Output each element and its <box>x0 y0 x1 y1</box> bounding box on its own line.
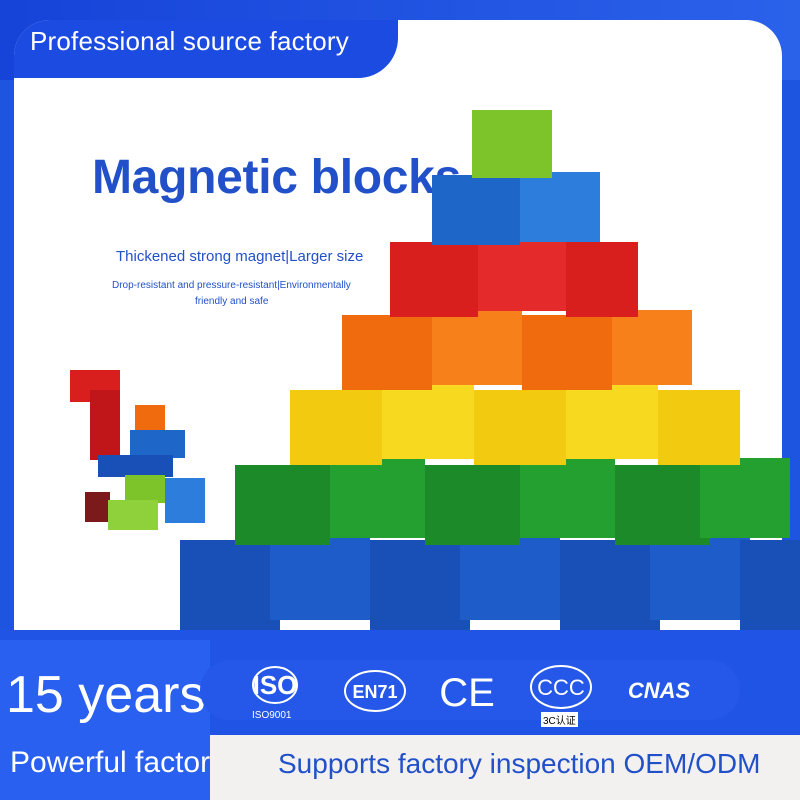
row-orange <box>342 310 692 390</box>
row-green <box>235 458 790 545</box>
product-subtitle: Thickened strong magnet|Larger size <box>116 248 364 265</box>
years-box <box>0 640 210 800</box>
product-title: Magnetic blocks <box>92 151 461 204</box>
certification-bar <box>200 660 740 720</box>
product-detail-line2: friendly and safe <box>195 296 269 307</box>
en71-icon: EN71 <box>344 670 406 712</box>
ccc-label: CCC <box>537 675 585 700</box>
support-bar <box>210 735 800 800</box>
ccc-subtext: 3C认证 <box>541 712 578 727</box>
en71-label: EN71 <box>352 682 397 702</box>
top-cube-green <box>472 110 552 178</box>
header-text: Professional source factory <box>30 26 349 56</box>
iso-globe-icon: ISO <box>252 666 298 704</box>
ce-label: CE <box>439 671 495 715</box>
cube-pyramid-image <box>180 110 800 630</box>
row-blue-top <box>432 172 600 245</box>
ccc-icon: CCC <box>530 665 592 709</box>
ce-icon: CE <box>439 671 495 715</box>
product-detail-line1: Drop-resistant and pressure-resistant|En… <box>112 280 351 291</box>
iso9001-text: ISO9001 <box>252 710 292 721</box>
row-red <box>390 236 638 317</box>
cnas-icon: CNAS <box>628 678 691 703</box>
powerful-factory-text: Powerful factory <box>10 746 226 779</box>
header-tab <box>14 20 398 78</box>
iso-label: ISO <box>253 670 298 700</box>
years-text: 15 years <box>6 666 206 724</box>
small-stacked-blocks-image <box>70 370 205 530</box>
support-text: Supports factory inspection OEM/ODM <box>278 748 761 779</box>
cnas-label: CNAS <box>628 678 691 703</box>
row-yellow <box>290 384 740 465</box>
